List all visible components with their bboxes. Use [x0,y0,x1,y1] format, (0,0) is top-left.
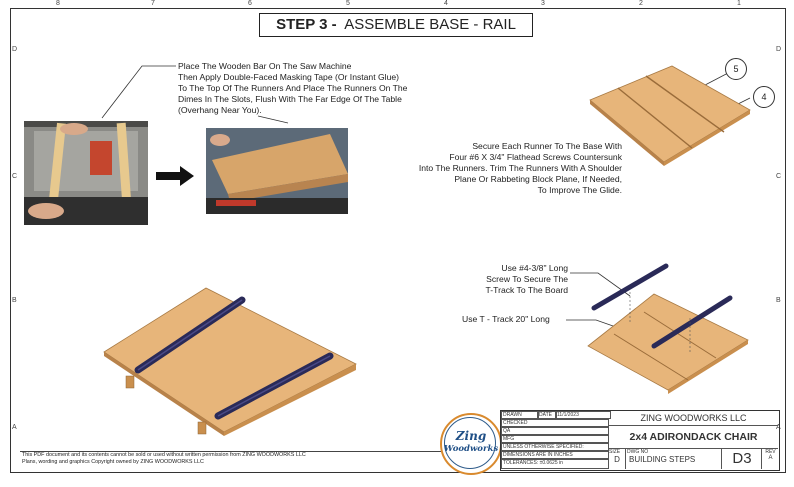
zone-3: 3 [541,0,545,7]
zone-b-right: B [776,297,781,304]
zone-1: 1 [737,0,741,7]
tb-sheet: D3 [723,449,762,469]
zone-6: 6 [248,0,252,7]
tb-product: 2x4 ADIRONDACK CHAIR [609,426,778,449]
note-line: Dimes In The Slots, Flush With The Far E… [178,94,402,104]
tb-drawn: DRAWN [501,411,539,419]
tb-dwg-no: DWG NO BUILDING STEPS [627,449,722,469]
zone-7: 7 [151,0,155,7]
tb-rev: REV A [763,449,778,469]
zone-b: B [12,297,17,304]
outer-frame [10,8,786,473]
tb-qa: QA [501,427,609,435]
note-t-track: Use T - Track 20" Long [462,314,550,324]
note-line: To The Top Of The Runners And Place The … [178,83,408,93]
tb-dwg-label: DWG NO [627,449,649,455]
zone-c-right: C [776,173,782,180]
arrow-right-icon [156,166,194,186]
balloon-5: 5 [725,58,747,80]
zone-a: A [12,424,17,431]
note-line: To Improve The Glide. [537,185,622,195]
saw-table-image [24,121,148,225]
tb-company: ZING WOODWORKS LLC [609,411,778,426]
title-block: DRAWN DATE 11/1/2023 CHECKED QA MFG UNLE… [500,410,780,471]
note-line: T-Track To The Board [485,285,568,295]
zone-5: 5 [346,0,350,7]
step-title: STEP 3 - ASSEMBLE BASE - RAIL [259,13,533,37]
tb-unless: UNLESS OTHERWISE SPECIFIED: [501,443,609,451]
note-line: Plane Or Rabbeting Block Plane, If Neede… [454,174,622,184]
note-line: (Overhang Near You). [178,105,262,115]
zone-d-right: D [776,46,782,53]
tb-date: 11/1/2023 [555,411,611,419]
note-screw: Use #4-3/8" Long Screw To Secure The T-T… [470,263,568,296]
tb-mfg: MFG [501,435,609,443]
note-line: Place The Wooden Bar On The Saw Machine [178,61,352,71]
copyright-notice: This PDF document and its contents canno… [20,451,500,470]
tb-size-value: D [614,455,620,464]
saw-photo-right [206,128,348,214]
zone-c: C [12,173,18,180]
saw-photo-left [24,121,148,225]
tb-tolerance: TOLERANCES: ±0.0625 in [501,459,609,469]
step-title-text: ASSEMBLE BASE - RAIL [344,16,516,33]
zone-8: 8 [56,0,60,7]
zone-4: 4 [444,0,448,7]
tb-rev-value: A [768,455,773,461]
logo-line2: Woodworks [443,444,499,454]
copyright-line: This PDF document and its contents canno… [22,452,306,458]
tb-date-label: DATE [537,411,557,419]
note-saw-machine: Place The Wooden Bar On The Saw Machine … [178,61,407,116]
base-board-rail-view [103,287,357,436]
runner-board-image [206,128,348,214]
tb-dims: DIMENSIONS ARE IN INCHES [501,451,609,459]
note-line: Use #4-3/8" Long [501,263,568,273]
step-title-bold: STEP 3 - [276,16,337,33]
zone-2: 2 [639,0,643,7]
note-line: Secure Each Runner To The Base With [472,141,622,151]
base-board-top-view [589,65,751,166]
tb-size: SIZE D [609,449,626,469]
note-line: Four #6 X 3/4" Flathead Screws Countersu… [449,152,622,162]
note-line: Screw To Secure The [486,274,568,284]
tb-checked: CHECKED [501,419,609,427]
tb-rev-label: REV [765,449,776,455]
zing-woodworks-logo: Zing Woodworks [440,413,502,475]
balloon-4: 4 [753,86,775,108]
note-line: Into The Runners. Trim The Runners With … [418,163,622,173]
copyright-line: Plans, wording and graphics Copyright ow… [22,459,204,465]
note-secure-runner: Secure Each Runner To The Base With Four… [386,141,622,196]
logo-line1: Zing [455,429,487,443]
zone-a-right: A [776,424,781,431]
tb-size-label: SIZE [609,449,621,455]
note-line: Then Apply Double-Faced Masking Tape (Or… [178,72,400,82]
t-track-exploded-view [587,263,749,394]
tb-dwg-value: BUILDING STEPS [629,455,696,464]
zone-d: D [12,46,18,53]
